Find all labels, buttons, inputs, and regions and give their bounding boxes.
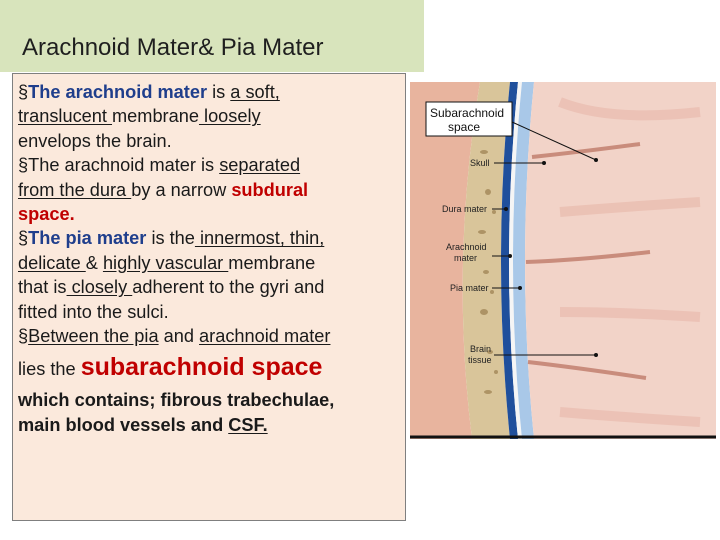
text: is (207, 82, 231, 102)
text: adherent to the gyri and (132, 277, 325, 298)
label-brain-2: tissue (468, 355, 492, 365)
text: & (85, 252, 103, 273)
label-pia: Pia mater (450, 283, 489, 293)
text: which contains; fibrous trabechulae, (18, 390, 335, 411)
title-band (0, 0, 424, 72)
label-dura: Dura mater (442, 204, 487, 214)
meninges-diagram: Subarachnoid space Skull Dura mater Arac… (410, 82, 716, 439)
term-arachnoid: The arachnoid mater (28, 82, 208, 102)
dura-layer (501, 82, 518, 439)
text: The arachnoid mater is (28, 155, 220, 176)
scalp-layer (410, 82, 480, 439)
text: main blood vessels and (18, 414, 229, 435)
bullet-4-tail: which contains; fibrous trabechulae, main… (18, 388, 401, 437)
text: from the dura (18, 179, 132, 200)
subarachnoid-label-box (425, 101, 513, 137)
label-skull: Skull (470, 158, 490, 168)
bullet-marker: § (18, 82, 29, 102)
text: space. (18, 204, 75, 225)
text: membrane (228, 252, 316, 273)
text: arachnoid mater (199, 326, 331, 347)
text: and (158, 326, 200, 347)
text: is the (146, 228, 195, 249)
term-csf: CSF. (228, 414, 268, 435)
text: Between the pia (28, 326, 159, 347)
brain-tissue (525, 82, 716, 439)
sulci (525, 142, 651, 380)
text: highly vascular (102, 252, 229, 273)
subarachnoid-layer (513, 82, 534, 439)
bullet-4-cont: lies the subarachnoid space (18, 350, 401, 386)
label-subarachnoid-2: space (448, 120, 480, 134)
bullet-textbox: §The arachnoid mater is a soft,transluce… (12, 73, 406, 521)
bullet-4: §Between the pia and arachnoid mater (18, 324, 401, 348)
label-subarachnoid-1: Subarachnoid (430, 106, 504, 120)
bullet-marker: § (18, 155, 29, 176)
term-pia: The pia mater (28, 228, 147, 249)
text: closely (66, 277, 133, 298)
term-subdural: subdural (231, 179, 309, 200)
label-arachnoid-1: Arachnoid (446, 242, 487, 252)
text: a soft, (230, 82, 280, 102)
text: innermost, thin, (194, 228, 325, 249)
text: by a narrow (131, 179, 232, 200)
leader-dots (504, 158, 598, 357)
text: that is (18, 277, 67, 298)
bullet-marker: § (18, 228, 29, 249)
slide-title: Arachnoid Mater& Pia Mater (22, 34, 324, 61)
arachnoid-layer (509, 82, 522, 439)
term-subarachnoid-space: subarachnoid space (80, 353, 323, 382)
bullet-3: §The pia mater is the innermost, thin, de… (18, 226, 401, 324)
leader-lines (492, 121, 597, 356)
text: delicate (18, 252, 86, 273)
bullet-marker: § (18, 326, 29, 347)
text: membrane (112, 106, 199, 127)
text: envelops the brain. (18, 130, 172, 151)
text: separated (219, 155, 301, 176)
text: fitted into the sulci. (18, 301, 169, 322)
text: lies the (18, 359, 81, 380)
text: translucent (18, 106, 113, 127)
label-arachnoid-2: mater (454, 253, 477, 263)
label-brain-1: Brain (470, 344, 491, 354)
bullet-2: §The arachnoid mater is separated from th… (18, 153, 401, 226)
text: loosely (198, 106, 261, 127)
gyri-shading (558, 97, 701, 427)
bullet-1: §The arachnoid mater is a soft, transluce… (18, 80, 401, 153)
skull-bone (462, 82, 510, 439)
